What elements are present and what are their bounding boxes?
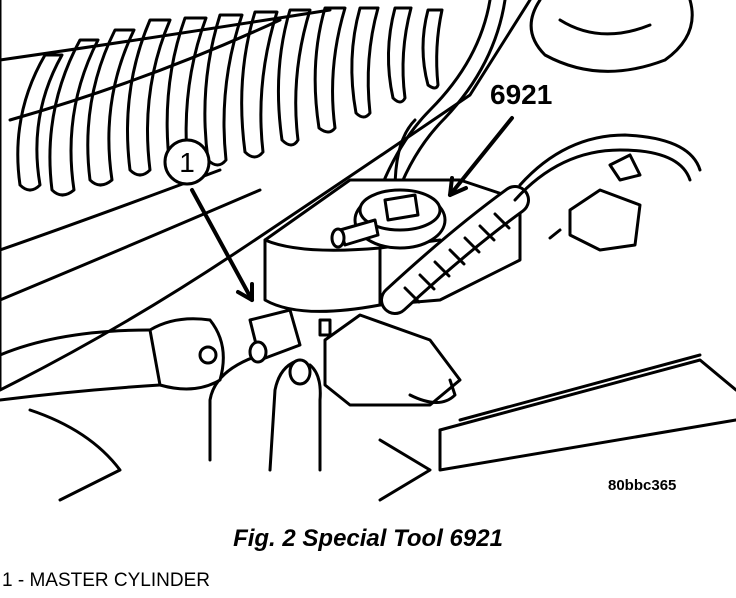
cowl-grille: [0, 0, 532, 392]
special-tool-6921: [330, 188, 447, 250]
corrugated-hose: [380, 185, 530, 315]
legend-item-1: 1 - MASTER CYLINDER: [2, 570, 210, 591]
brake-lines: [208, 308, 322, 472]
figure-caption: Fig. 2 Special Tool 6921: [233, 525, 503, 552]
vacuum-hose: [378, 0, 507, 194]
battery: [438, 353, 736, 472]
callout-6921-label: 6921: [490, 79, 552, 110]
battery-terminal: [513, 133, 702, 252]
engine-bay-lower: [28, 408, 432, 502]
leader-arrow-6921: [448, 116, 514, 197]
callout-1: 1: [163, 138, 211, 186]
image-code: 80bbc365: [608, 477, 676, 494]
callout-1-label: 1: [179, 147, 195, 178]
fluid-level-sensor-connector: [318, 313, 462, 407]
figure-illustration: 1 6921 80bbc365: [0, 0, 736, 502]
brake-booster: [0, 317, 225, 402]
reservoir-cap: [529, 0, 694, 73]
leader-arrow-1: [190, 188, 254, 302]
